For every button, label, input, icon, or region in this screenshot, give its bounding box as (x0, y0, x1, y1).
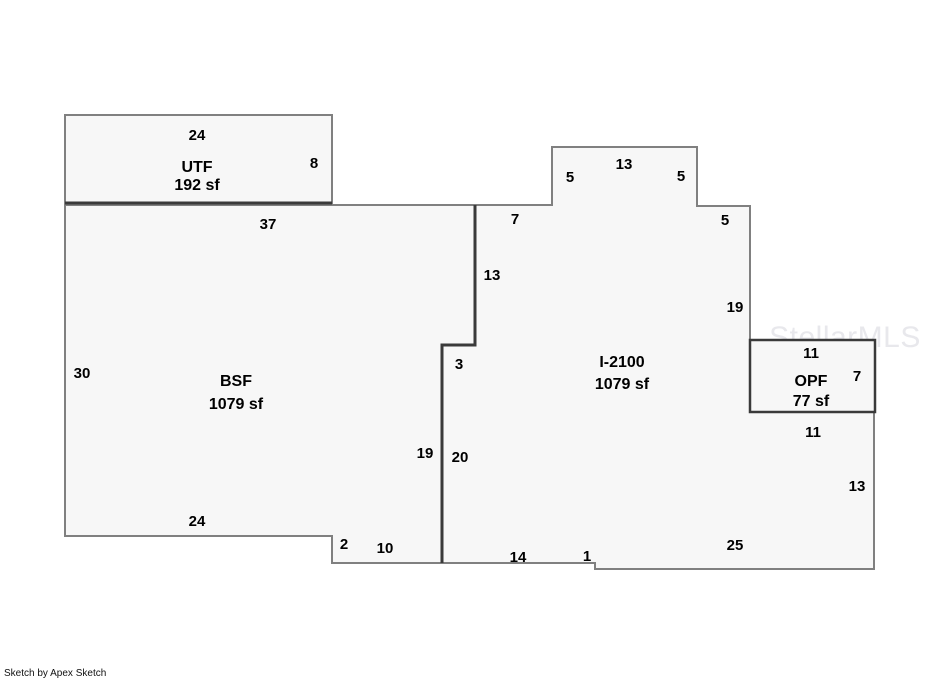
footer-credit: Sketch by Apex Sketch (4, 668, 107, 679)
dimension-label-upper-right-horiz: 5 (721, 212, 729, 229)
dimension-label-protrusion-left: 5 (566, 169, 574, 186)
dimension-label-opf-right: 7 (853, 368, 861, 385)
room-label-i2100-area: 1079 sf (595, 376, 650, 393)
dimension-label-upper-left-horiz: 7 (511, 211, 519, 228)
dimension-label-opf-top: 11 (803, 345, 819, 362)
room-label-bsf-name: BSF (220, 373, 252, 390)
dimension-label-mid-left-vert: 19 (417, 445, 434, 462)
dimension-label-bsf-left: 30 (74, 365, 91, 382)
room-label-utf-name: UTF (181, 159, 212, 176)
room-labels: UTF 192 sf BSF 1079 sf I-2100 1079 sf OP… (174, 159, 830, 413)
dimension-label-bsf-top: 37 (260, 216, 277, 233)
dimension-label-bsf-step-horiz: 10 (377, 540, 394, 557)
opf-room-shape (748, 338, 877, 414)
dimension-label-mid-upper-vert: 13 (484, 267, 501, 284)
dimension-labels: 24 8 37 30 24 2 10 13 3 19 20 14 1 25 7 5 13 5 5 19 11 7 11 13 (74, 127, 866, 566)
dimension-label-bottom-step: 1 (583, 548, 591, 565)
dimension-label-protrusion-right: 5 (677, 168, 685, 185)
bsf-interior-wall (440, 205, 477, 563)
dimension-label-utf-right: 8 (310, 155, 318, 172)
dimension-label-opf-bottom: 11 (805, 424, 821, 441)
room-label-bsf-area: 1079 sf (209, 396, 264, 413)
dimension-label-protrusion-top: 13 (616, 156, 633, 173)
dimension-label-mid-inner-vert: 20 (452, 449, 469, 466)
dimension-label-mid-notch-vert: 3 (455, 356, 463, 373)
dimension-label-far-right-vert: 13 (849, 478, 866, 495)
dimension-label-right-vert: 19 (727, 299, 744, 316)
room-label-opf-name: OPF (795, 373, 828, 390)
room-label-utf-area: 192 sf (174, 177, 220, 194)
dimension-label-bsf-bottom: 24 (189, 513, 206, 530)
dimension-label-bottom-right: 25 (727, 537, 744, 554)
dimension-label-bsf-step-vert: 2 (340, 536, 348, 553)
main-building-outline (64, 146, 875, 570)
dimension-label-utf-top: 24 (189, 127, 206, 144)
room-label-i2100-name: I-2100 (599, 354, 644, 371)
dimension-label-bottom-mid: 14 (510, 549, 527, 566)
room-label-opf-area: 77 sf (793, 393, 830, 410)
